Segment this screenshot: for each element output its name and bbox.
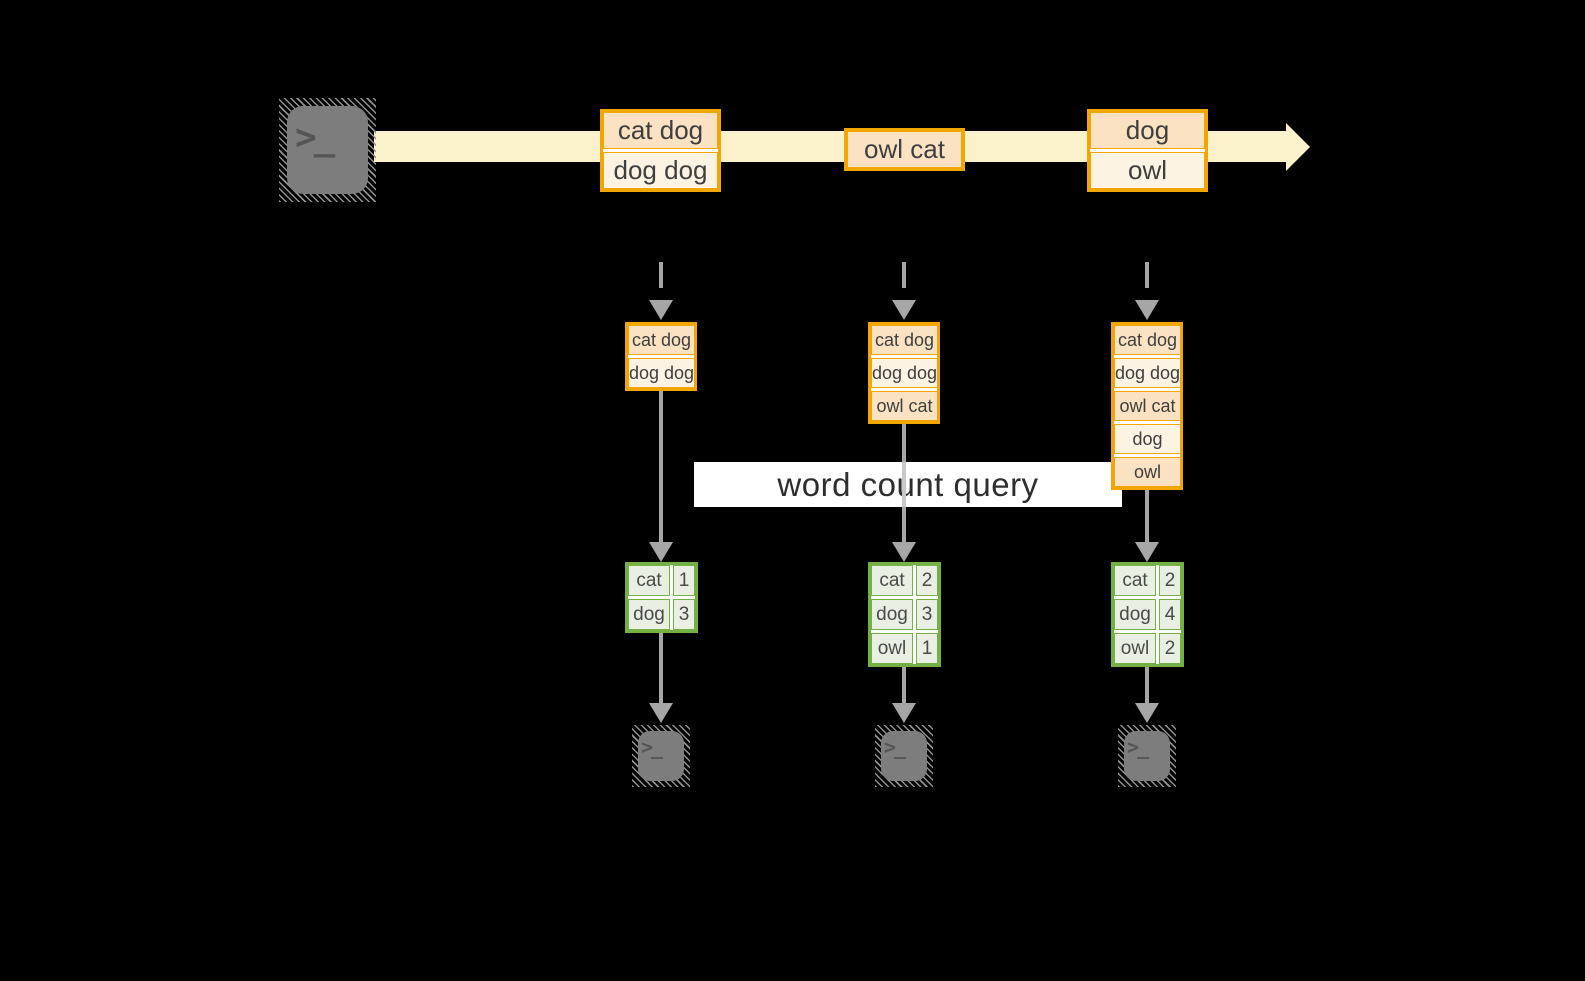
record-buffer-3: cat dog dog dog owl cat dog owl <box>1111 322 1183 490</box>
buffer-record: cat dog <box>1114 325 1182 355</box>
count-table-1: cat 1 dog 3 <box>625 562 698 633</box>
consumer-terminal-icon-2: >_ <box>875 725 933 787</box>
record-buffer-1: cat dog dog dog <box>625 322 697 391</box>
buffer-record: cat dog <box>628 325 696 355</box>
arrowhead-icon <box>1135 542 1159 562</box>
event-record: dog <box>1090 112 1205 149</box>
buffer-record: dog dog <box>871 358 939 388</box>
event-record: dog dog <box>603 152 718 189</box>
timeline-event-box-2: owl cat <box>844 128 965 171</box>
arrowhead-icon <box>892 300 916 320</box>
arrow-line <box>659 387 663 542</box>
query-band: word count query <box>694 462 1122 507</box>
buffer-record: cat dog <box>871 325 939 355</box>
timeline-event-box-3: dog owl <box>1087 109 1208 192</box>
count-value: 2 <box>1159 565 1181 596</box>
count-word: dog <box>871 599 913 630</box>
arrowhead-icon <box>1135 703 1159 723</box>
arrowhead-icon <box>1135 300 1159 320</box>
stream-timeline-arrowhead-icon <box>1286 123 1310 171</box>
terminal-prompt-icon: >_ <box>1127 735 1149 759</box>
buffer-record: dog dog <box>1114 358 1182 388</box>
dashed-arrow-line <box>902 262 906 302</box>
count-value: 3 <box>916 599 938 630</box>
count-value: 2 <box>1159 633 1181 664</box>
consumer-terminal-icon-1: >_ <box>632 725 690 787</box>
buffer-record: dog <box>1114 424 1182 454</box>
count-word: owl <box>871 633 913 664</box>
count-value: 4 <box>1159 599 1181 630</box>
dashed-arrow-line <box>659 262 663 302</box>
arrowhead-icon <box>649 542 673 562</box>
count-table-2: cat 2 dog 3 owl 1 <box>868 562 941 667</box>
producer-terminal-icon: >_ <box>279 98 376 202</box>
count-table-3: cat 2 dog 4 owl 2 <box>1111 562 1184 667</box>
count-word: dog <box>628 599 670 630</box>
arrow-line <box>1145 480 1149 542</box>
event-record: owl cat <box>847 131 962 168</box>
arrowhead-icon <box>649 300 673 320</box>
buffer-record: owl cat <box>871 391 939 421</box>
count-value: 1 <box>673 565 695 596</box>
buffer-record: owl cat <box>1114 391 1182 421</box>
terminal-prompt-icon: >_ <box>641 735 663 759</box>
count-word: owl <box>1114 633 1156 664</box>
terminal-prompt-icon: >_ <box>295 117 335 158</box>
count-word: cat <box>628 565 670 596</box>
arrow-line <box>1145 661 1149 703</box>
consumer-terminal-icon-3: >_ <box>1118 725 1176 787</box>
count-word: dog <box>1114 599 1156 630</box>
terminal-screen <box>881 731 927 781</box>
terminal-screen <box>287 106 368 194</box>
arrow-line <box>659 629 663 703</box>
buffer-record: owl <box>1114 457 1182 487</box>
arrow-line <box>902 661 906 703</box>
count-value: 1 <box>916 633 938 664</box>
terminal-screen <box>1124 731 1170 781</box>
event-record: cat dog <box>603 112 718 149</box>
count-value: 2 <box>916 565 938 596</box>
count-value: 3 <box>673 599 695 630</box>
arrowhead-icon <box>892 542 916 562</box>
arrowhead-icon <box>892 703 916 723</box>
count-word: cat <box>871 565 913 596</box>
query-label: word count query <box>777 465 1039 503</box>
buffer-record: dog dog <box>628 358 696 388</box>
record-buffer-2: cat dog dog dog owl cat <box>868 322 940 424</box>
dashed-arrow-line <box>1145 262 1149 302</box>
terminal-prompt-icon: >_ <box>884 735 906 759</box>
timeline-event-box-1: cat dog dog dog <box>600 109 721 192</box>
arrow-line-over-band <box>902 462 906 507</box>
count-word: cat <box>1114 565 1156 596</box>
event-record: owl <box>1090 152 1205 189</box>
terminal-screen <box>638 731 684 781</box>
arrowhead-icon <box>649 703 673 723</box>
